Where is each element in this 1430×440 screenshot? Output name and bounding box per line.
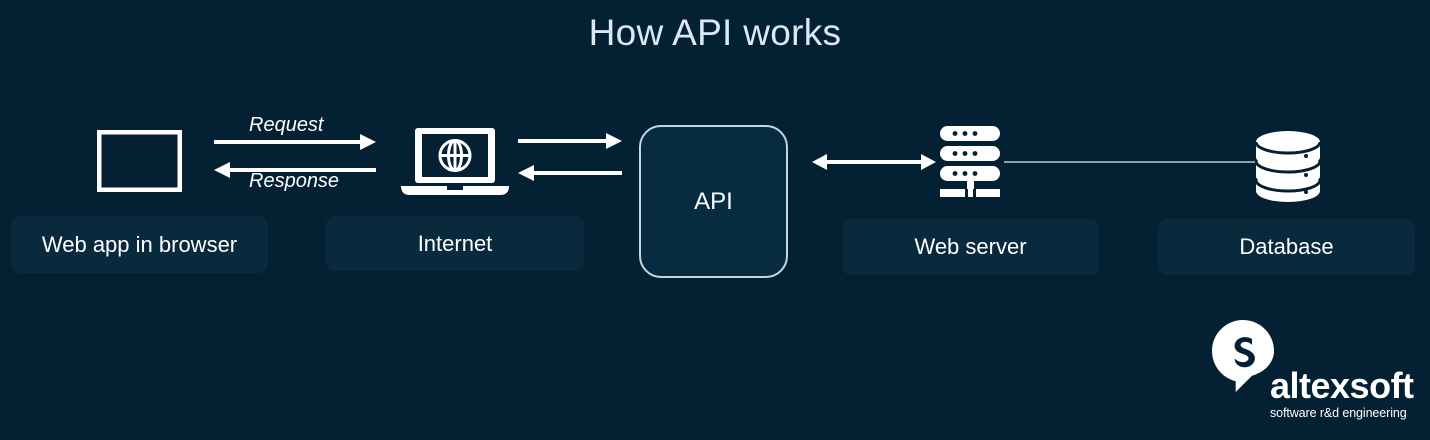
connector-label-request: Request: [249, 114, 324, 136]
chip-text: Web server: [914, 234, 1027, 259]
node-label-internet[interactable]: Internet: [326, 216, 584, 271]
database-cylinder-icon: [1254, 130, 1322, 202]
browser-window-icon: [95, 128, 184, 194]
laptop-globe-icon: [401, 128, 509, 196]
altexsoft-logo-mark: [1212, 320, 1274, 392]
chip-text: Internet: [417, 230, 493, 256]
node-label-web-server[interactable]: Web server: [842, 219, 1099, 275]
api-node[interactable]: API: [639, 125, 788, 278]
server-database-connector: [1004, 155, 1258, 169]
api-node-label: API: [694, 187, 733, 215]
chip-text: Web app in browser: [41, 231, 238, 257]
connector-label-response: Response: [249, 170, 340, 192]
chip-text: Database: [1239, 234, 1334, 259]
request-response-arrows: [214, 112, 376, 198]
api-server-arrow: [812, 150, 936, 174]
altexsoft-logo-text: altexsoft software r&d engineering: [1270, 368, 1422, 421]
altexsoft-logo: altexsoft software r&d engineering: [1212, 320, 1422, 430]
node-label-database[interactable]: Database: [1158, 219, 1415, 275]
page-title: How API works: [588, 12, 842, 53]
altexsoft-tagline: software r&d engineering: [1270, 406, 1407, 420]
node-label-web-app-in-browser[interactable]: Web app in browser: [11, 216, 268, 273]
server-rack-icon: [936, 126, 1008, 198]
internet-api-arrows: [518, 133, 622, 183]
altexsoft-wordmark: altexsoft: [1270, 365, 1414, 406]
